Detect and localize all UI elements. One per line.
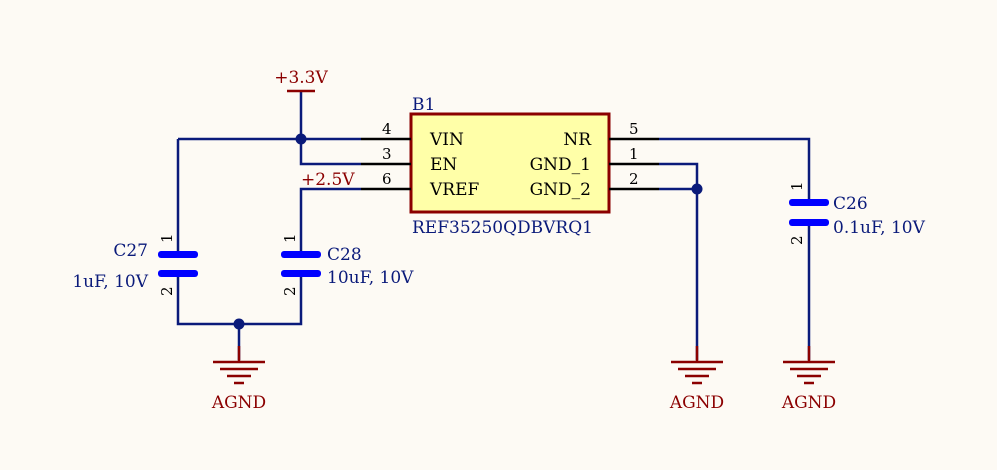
wire-en: [299, 91, 361, 166]
pin-name-vref: VREF: [429, 180, 479, 200]
c27-value: 1uF, 10V: [72, 272, 148, 292]
capacitor-c27: 1 2 C27 1uF, 10V: [72, 230, 198, 300]
net-label-3v3: +3.3V: [274, 68, 328, 88]
ic-body: [409, 112, 611, 214]
ic-part-number: REF35250QDBVRQ1: [412, 218, 593, 238]
c27-plate-2: [158, 270, 198, 277]
c26-designator: C26: [833, 194, 868, 214]
capacitor-c26: 1 2 C26 0.1uF, 10V: [788, 178, 926, 246]
c28-designator: C28: [327, 245, 362, 265]
ic-designator: B1: [412, 95, 435, 115]
ground-symbol-right: AGND: [781, 346, 836, 413]
pin-name-en: EN: [430, 155, 457, 175]
pin-number-vref: 6: [382, 170, 392, 188]
c28-plate-1: [281, 251, 321, 258]
pin-number-nr: 5: [629, 120, 639, 138]
c28-pin2: 2: [281, 286, 299, 296]
c26-value: 0.1uF, 10V: [833, 218, 926, 238]
wire-vref: [299, 187, 361, 230]
ground-label-right: AGND: [781, 393, 836, 413]
c27-plate-1: [158, 251, 198, 258]
pin-name-vin: VIN: [429, 130, 464, 150]
capacitor-c28: 1 2 C28 10uF, 10V: [281, 230, 414, 300]
ic-b1: B1 REF35250QDBVRQ1 4 3 6 VIN EN VREF 5 1…: [361, 95, 659, 238]
ground-symbol-middle: AGND: [669, 346, 724, 413]
c27-pin1: 1: [158, 233, 176, 243]
ground-label-left: AGND: [211, 393, 266, 413]
junction-dot-cap-gnd: [233, 318, 245, 330]
net-label-2v5: +2.5V: [301, 170, 355, 190]
c27-designator: C27: [113, 241, 148, 261]
c26-plate-1: [789, 199, 829, 206]
pin-number-gnd1: 1: [629, 145, 639, 163]
junction-dot-gnd: [691, 183, 703, 195]
c28-plate-2: [281, 270, 321, 277]
c26-pin1: 1: [788, 181, 806, 191]
ground-label-middle: AGND: [669, 393, 724, 413]
junction-dot-vin: [295, 133, 307, 145]
ground-symbol-left: AGND: [211, 346, 266, 413]
pin-number-vin: 4: [382, 120, 392, 138]
pin-name-gnd1: GND_1: [530, 155, 591, 175]
c26-pin2: 2: [788, 235, 806, 245]
power-port-3v3: +3.3V: [274, 68, 328, 93]
c28-pin1: 1: [281, 233, 299, 243]
pin-name-nr: NR: [563, 130, 592, 150]
pin-name-gnd2: GND_2: [530, 180, 591, 200]
c28-value: 10uF, 10V: [327, 268, 414, 288]
pin-number-gnd2: 2: [629, 170, 639, 188]
wire-gnd1: [659, 162, 699, 360]
c27-pin2: 2: [158, 286, 176, 296]
wire-nr: [659, 137, 811, 178]
c26-plate-2: [789, 219, 829, 226]
pin-number-en: 3: [382, 145, 392, 163]
